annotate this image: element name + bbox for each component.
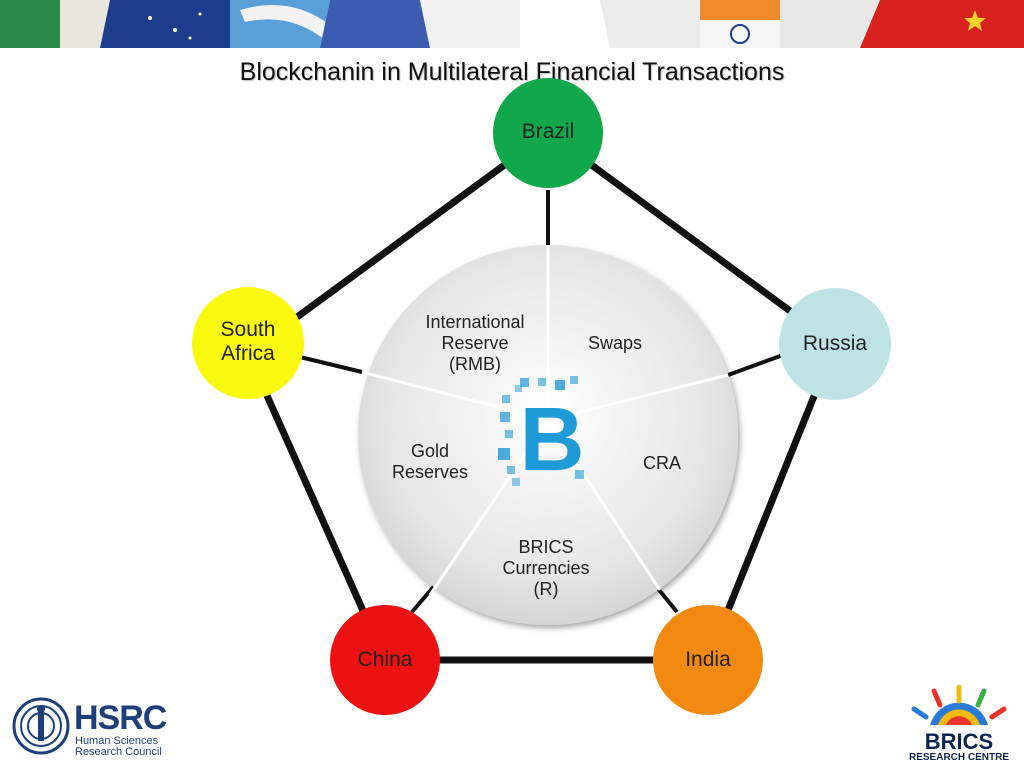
bitcoin-glyph: B (520, 390, 585, 490)
segment-cra: CRA (612, 453, 712, 474)
brics-research-centre-logo: BRICS RESEARCH CENTRE (900, 685, 1018, 765)
brazil-text: Brazil (521, 120, 575, 143)
node-brazil-circle (493, 78, 603, 188)
reserve-line1: International (425, 312, 525, 332)
segment-gold-reserves: Gold Reserves (375, 441, 485, 483)
spoke-russia (719, 353, 784, 380)
divider-china (428, 419, 550, 596)
reserve-line3: (RMB) (449, 354, 501, 374)
swaps-line1: Swaps (587, 333, 643, 353)
cra-line1: CRA (642, 453, 681, 473)
segment-swaps: Swaps (565, 333, 665, 354)
segment-international-reserve: International Reserve (RMB) (410, 312, 540, 375)
divider-india (546, 419, 662, 591)
brics-sub: RESEARCH CENTRE (908, 752, 1009, 763)
node-russia-label: Russia (785, 332, 885, 356)
flags-banner (0, 0, 1024, 48)
currencies-line1: BRICS (518, 537, 574, 557)
central-disc (358, 245, 738, 625)
russia-text: Russia (802, 332, 868, 355)
spoke-south-africa (299, 355, 363, 374)
hsrc-emblem-icon (12, 697, 70, 755)
pentagon-outline (244, 129, 839, 664)
china-text: China (357, 648, 413, 671)
reserve-line2: Reserve (441, 333, 509, 353)
currencies-line2: Currencies (502, 558, 590, 578)
hsrc-name: HSRC (74, 699, 167, 737)
node-south-africa-label: South Africa (198, 318, 298, 366)
brics-rays-icon (911, 685, 1007, 725)
hsrc-logo: HSRC Human Sciences Research Council (12, 697, 177, 758)
divider-russia (547, 373, 729, 422)
slide-title: Blockchanin in Multilateral Financial Tr… (239, 58, 785, 86)
node-china-label: China (335, 648, 435, 672)
gold-line1: Gold (410, 441, 450, 461)
currencies-line3: (R) (533, 579, 559, 599)
south-africa-line1: South (220, 318, 276, 341)
south-africa-line2: Africa (221, 342, 275, 365)
node-china-circle (330, 605, 440, 715)
spoke-china (410, 583, 437, 614)
node-india-label: India (658, 648, 758, 672)
node-russia-circle (779, 288, 891, 400)
node-south-africa-circle (192, 287, 304, 399)
india-text: India (685, 648, 731, 671)
brics-name: BRICS (924, 729, 994, 754)
node-india-circle (653, 605, 763, 715)
bitcoin-blockchain-icon (498, 376, 584, 486)
hsrc-line2: Research Council (75, 746, 162, 758)
gold-line2: Reserves (391, 462, 469, 482)
segment-brics-currencies: BRICS Currencies (R) (486, 537, 606, 600)
node-brazil-label: Brazil (498, 120, 598, 144)
hsrc-line1: Human Sciences (75, 735, 159, 747)
divider-south-africa (361, 370, 549, 422)
